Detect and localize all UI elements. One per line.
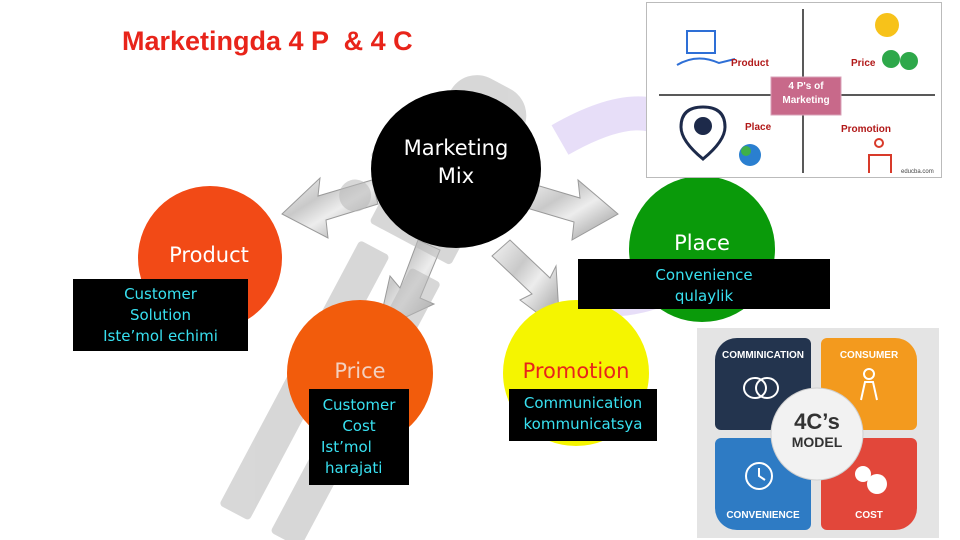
- four-p-place: Place: [745, 122, 772, 133]
- product-label: Product: [169, 243, 249, 267]
- place-box-line: qulaylik: [674, 287, 734, 305]
- four-c-cost: COST: [855, 510, 883, 521]
- four-p-price: Price: [851, 58, 876, 69]
- four-c-convenience: CONVENIENCE: [726, 510, 800, 521]
- promotion-label: Promotion: [522, 359, 630, 383]
- four-c-communication: COMMINICATION: [721, 350, 805, 361]
- four-c-icons: [743, 368, 887, 494]
- marketing-mix-circle: Marketing Mix: [371, 90, 541, 248]
- globe-icon: [739, 144, 761, 166]
- four-c-image: COMMINICATION CONSUMER CONVENIENCE COST …: [697, 328, 939, 538]
- four-p-image: Product Price Place Promotion 4 P's of M…: [646, 2, 942, 178]
- four-p-center: 4 P's of Marketing: [782, 81, 830, 106]
- product-box-line: Solution: [129, 306, 192, 324]
- place-box: Convenience qulaylik: [578, 259, 830, 309]
- clock-24-icon: [745, 462, 773, 490]
- four-c-center: 4C’s MODEL: [771, 409, 863, 451]
- price-box-line: harajati: [325, 459, 383, 477]
- promotion-box: Communication kommunicatsya: [509, 389, 657, 441]
- four-p-product: Product: [731, 58, 769, 69]
- price-label: Price: [334, 359, 386, 383]
- four-p-promotion: Promotion: [841, 124, 891, 135]
- product-box-line: Iste’mol echimi: [103, 327, 218, 345]
- place-box-line: Convenience: [655, 266, 753, 284]
- price-box-line: Ist’mol: [321, 438, 372, 456]
- person-icon: [868, 138, 892, 173]
- center-line-2: Mix: [437, 164, 475, 188]
- dollar-icon: [875, 13, 918, 70]
- product-box: Customer Solution Iste’mol echimi: [73, 279, 248, 351]
- price-box: Customer Cost Ist’mol harajati: [309, 389, 409, 485]
- four-p-credit: educba.com: [901, 169, 934, 175]
- hand-box-icon: [676, 30, 736, 66]
- four-p-quadrants: [659, 9, 935, 173]
- place-label: Place: [674, 231, 730, 255]
- promotion-box-line: kommunicatsya: [523, 415, 643, 433]
- four-c-consumer: CONSUMER: [839, 350, 899, 361]
- price-box-line: Cost: [342, 417, 376, 435]
- coins-icon: [855, 466, 887, 494]
- promotion-box-line: Communication: [523, 394, 643, 412]
- four-c-center-line-2: MODEL: [791, 434, 843, 450]
- chat-bubbles-icon: [743, 377, 779, 399]
- product-box-line: Customer: [124, 285, 197, 303]
- center-line-1: Marketing: [403, 136, 509, 160]
- price-box-line: Customer: [322, 396, 396, 414]
- page-title: Marketingda 4 P & 4 C: [122, 26, 413, 56]
- map-pin-icon: [679, 105, 727, 161]
- four-c-center-line-1: 4C’s: [794, 409, 840, 434]
- person-icon: [860, 368, 878, 401]
